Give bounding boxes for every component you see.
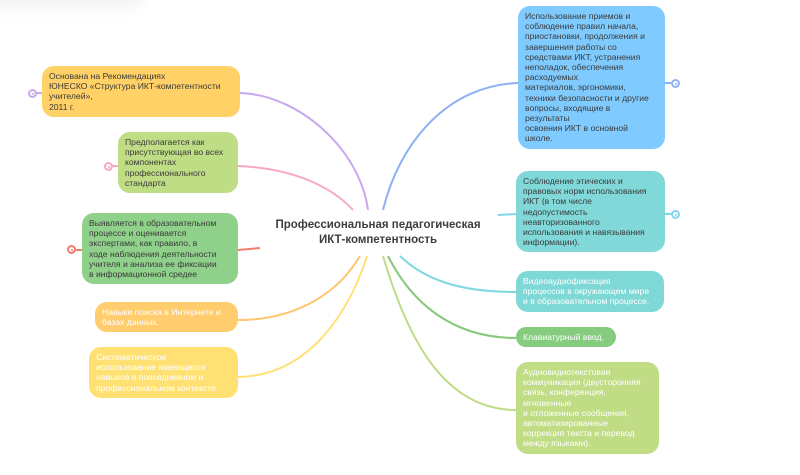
link-ethics bbox=[497, 213, 517, 216]
topic-assessment[interactable]: Выявляется в образовательном процессе и … bbox=[82, 213, 238, 285]
link-video bbox=[399, 255, 517, 293]
topic-unesco[interactable]: Основана на Рекомендациях ЮНЕСКО «Структ… bbox=[42, 66, 240, 117]
topic-usage[interactable]: Использование приемов и соблюдение прави… bbox=[518, 6, 665, 149]
link-keyboard bbox=[387, 255, 517, 339]
link-standard bbox=[237, 165, 354, 211]
collapse-toggle-icon[interactable] bbox=[671, 210, 680, 219]
collapse-toggle-icon[interactable] bbox=[28, 89, 37, 98]
link-assessment bbox=[237, 247, 261, 251]
topic-keyboard[interactable]: Клавиатурный ввод. bbox=[516, 327, 616, 348]
link-unesco bbox=[239, 92, 369, 211]
link-search bbox=[237, 255, 361, 321]
link-audio bbox=[382, 255, 517, 411]
collapse-toggle-icon[interactable] bbox=[67, 245, 76, 254]
window-shadow bbox=[0, 0, 150, 12]
collapse-toggle-icon[interactable] bbox=[671, 79, 680, 88]
topic-standard[interactable]: Предполагается как присутствующая во все… bbox=[118, 132, 238, 194]
topic-ethics[interactable]: Соблюдение этических и правовых норм исп… bbox=[516, 171, 665, 253]
topic-video[interactable]: Видеоаудиофиксация процессов в окружающе… bbox=[516, 271, 664, 312]
topic-search[interactable]: Навыки поиска в Интернете и базах данных… bbox=[95, 302, 238, 333]
topic-systematic[interactable]: Систематическое использование имеющихся … bbox=[89, 347, 238, 398]
collapse-toggle-icon[interactable] bbox=[104, 162, 113, 171]
topic-audio[interactable]: Аудиовидиотекстовая коммуникация (двусто… bbox=[516, 362, 659, 454]
link-systematic bbox=[237, 255, 368, 378]
link-usage bbox=[382, 82, 519, 211]
central-topic[interactable]: Профессиональная педагогическая ИКТ-комп… bbox=[275, 219, 481, 246]
